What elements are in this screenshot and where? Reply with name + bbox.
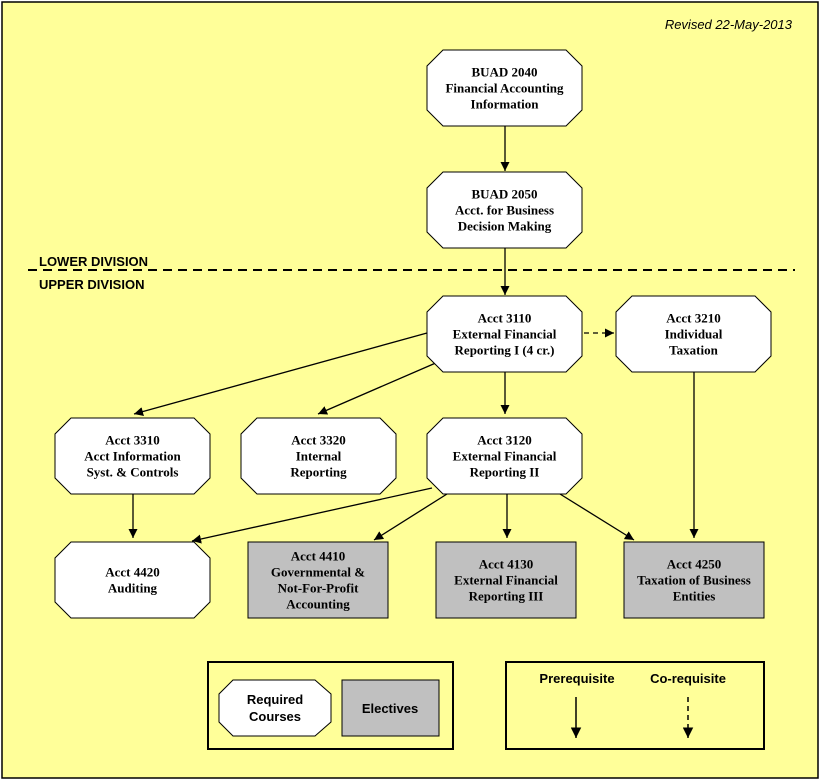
- course-label-acct3120-0: Acct 3120: [477, 433, 532, 448]
- course-label-acct3320-2: Reporting: [290, 465, 347, 480]
- course-label-acct4250-0: Acct 4250: [667, 557, 722, 572]
- course-label-acct3110-1: External Financial: [453, 327, 557, 342]
- course-label-acct3310-2: Syst. & Controls: [87, 465, 179, 480]
- edge-acct3110-to-acct3320: [317, 361, 439, 415]
- course-label-buad2050-0: BUAD 2050: [471, 187, 537, 202]
- legend-node-types: Required Courses Electives: [207, 661, 454, 750]
- upper-division-label: UPPER DIVISION: [39, 277, 144, 292]
- course-shape-acct4410: [247, 541, 389, 619]
- course-label-acct3120-1: External Financial: [453, 449, 557, 464]
- course-label-buad2050-1: Acct. for Business: [455, 203, 554, 218]
- course-label-acct4420-1: Auditing: [108, 581, 158, 596]
- course-label-acct4410-1: Governmental &: [271, 565, 365, 580]
- legend-electives-label: Electives: [362, 701, 418, 716]
- course-label-acct4410-2: Not-For-Profit: [278, 581, 360, 596]
- course-label-buad2040-2: Information: [471, 97, 540, 112]
- course-shape-buad2040: [426, 49, 583, 127]
- course-shape-acct3210: [615, 295, 772, 373]
- course-label-acct3120-2: Reporting II: [470, 465, 540, 480]
- course-shape-acct4130: [435, 541, 577, 619]
- course-label-acct4250-2: Entities: [673, 589, 716, 604]
- legend-electives-shape: [341, 679, 440, 737]
- course-label-acct4410-3: Accounting: [286, 597, 350, 612]
- course-shape-acct3320: [240, 417, 397, 495]
- course-label-buad2040-0: BUAD 2040: [471, 65, 537, 80]
- edge-acct3120-to-acct4420: [191, 487, 433, 544]
- course-label-acct4420-0: Acct 4420: [105, 565, 160, 580]
- legend-corequisite-label: Co-requisite: [650, 671, 726, 686]
- course-shape-buad2050: [426, 171, 583, 249]
- course-label-acct3210-2: Taxation: [669, 343, 718, 358]
- course-shape-acct4420: [54, 541, 211, 619]
- revised-date: Revised 22-May-2013: [665, 17, 793, 32]
- edge-acct3120-to-acct4410: [373, 493, 448, 541]
- legend-required-label-2: Courses: [249, 709, 301, 724]
- course-label-acct3310-1: Acct Information: [84, 449, 181, 464]
- lower-division-label: LOWER DIVISION: [39, 254, 148, 269]
- course-label-acct3210-0: Acct 3210: [666, 311, 721, 326]
- course-label-acct3320-0: Acct 3320: [291, 433, 346, 448]
- edges-layer: [128, 126, 699, 544]
- course-label-acct3320-1: Internal: [296, 449, 342, 464]
- course-label-acct3310-0: Acct 3310: [105, 433, 160, 448]
- course-label-acct4410-0: Acct 4410: [291, 549, 346, 564]
- course-label-acct3110-0: Acct 3110: [478, 311, 532, 326]
- course-label-acct4130-0: Acct 4130: [479, 557, 534, 572]
- course-label-acct3210-1: Individual: [665, 327, 723, 342]
- course-shape-acct4250: [623, 541, 765, 619]
- course-label-acct3110-2: Reporting I (4 cr.): [455, 343, 555, 358]
- course-shape-acct3120: [426, 417, 583, 495]
- course-shape-acct3110: [426, 295, 583, 373]
- course-label-buad2050-2: Decision Making: [458, 219, 552, 234]
- edge-acct3110-to-acct3310: [133, 332, 428, 416]
- legend-edge-types: Prerequisite Co-requisite: [505, 661, 765, 750]
- course-label-acct4250-1: Taxation of Business: [637, 573, 751, 588]
- course-label-buad2040-1: Financial Accounting: [445, 81, 564, 96]
- legend-required-label-1: Required: [247, 692, 303, 707]
- legend-edge-types-box: [505, 661, 765, 750]
- course-label-acct4130-2: Reporting III: [469, 589, 544, 604]
- legend-required-shape: [218, 679, 332, 737]
- course-shape-acct3310: [54, 417, 211, 495]
- legend-prerequisite-label: Prerequisite: [539, 671, 614, 686]
- course-label-acct4130-1: External Financial: [454, 573, 558, 588]
- edge-acct3120-to-acct4250: [559, 493, 635, 541]
- legend-node-types-box: [207, 661, 454, 750]
